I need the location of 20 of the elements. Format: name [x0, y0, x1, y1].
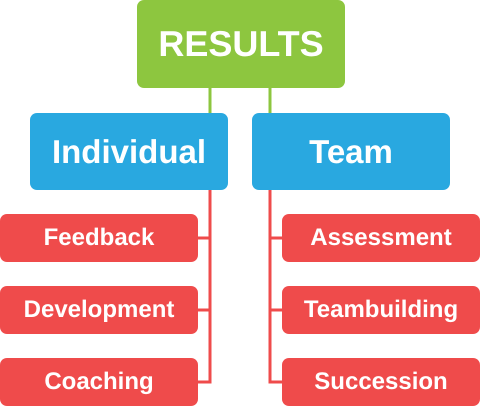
item-box — [0, 358, 198, 406]
category-box — [30, 113, 228, 190]
item-box — [282, 358, 480, 406]
box-label: Coaching — [44, 368, 154, 396]
box-label: Assessment — [310, 224, 452, 252]
box-label: Development — [24, 296, 174, 324]
box-label: Teambuilding — [304, 296, 458, 324]
result-box — [137, 0, 345, 88]
item-box — [0, 286, 198, 334]
box-label: Succession — [314, 368, 448, 396]
item-box — [282, 214, 480, 262]
category-box — [252, 113, 450, 190]
connector-line — [268, 88, 272, 113]
box-label: Team — [309, 132, 393, 170]
item-box — [282, 286, 480, 334]
box-label: Individual — [52, 132, 206, 170]
item-box — [0, 214, 198, 262]
box-label: Feedback — [44, 224, 154, 252]
box-label: RESULTS — [158, 23, 324, 65]
connector-line — [208, 88, 212, 113]
